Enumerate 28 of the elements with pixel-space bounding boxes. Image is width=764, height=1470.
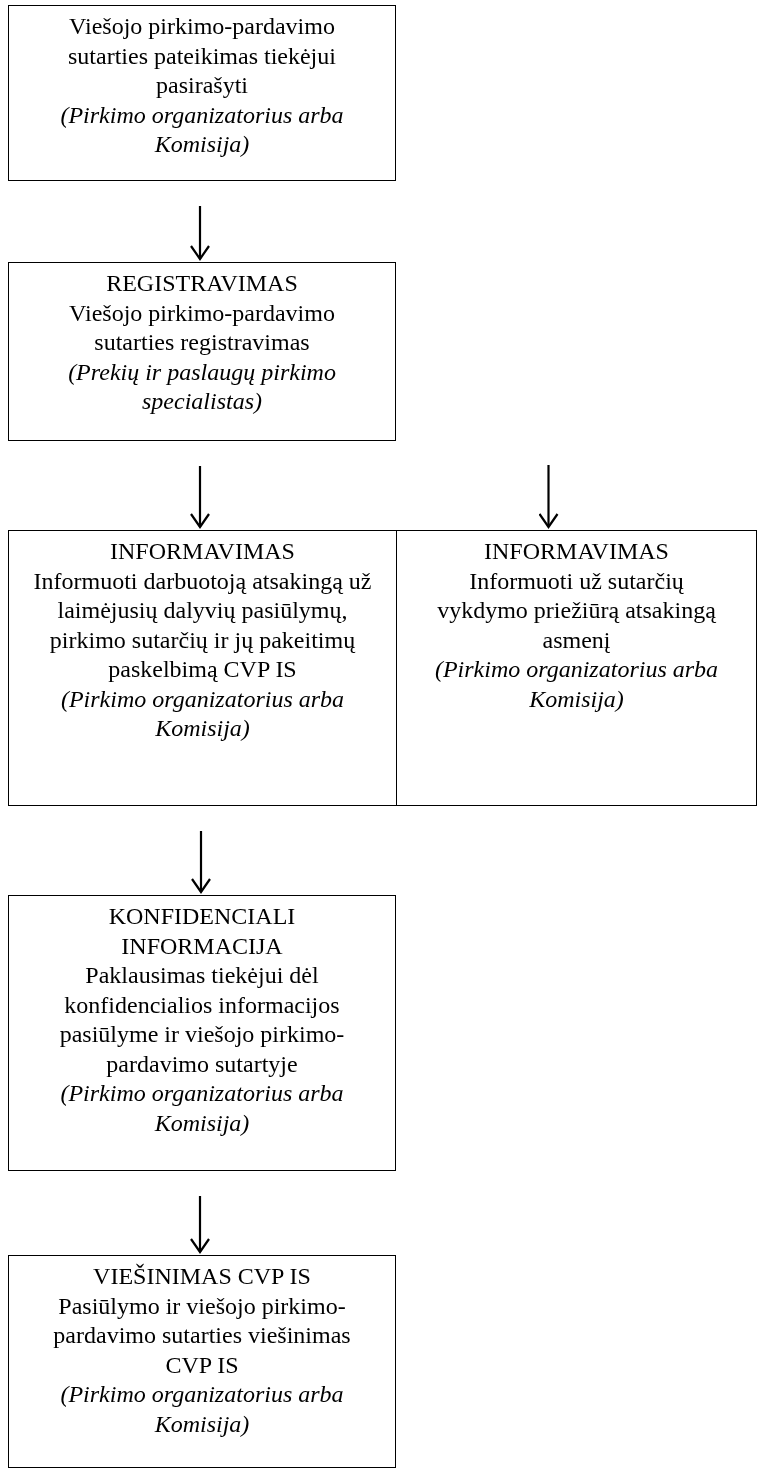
process-box [8,5,396,181]
arrow [189,466,211,529]
responsible-party: (Pirkimo organizatorius arba Komisija) [59,1079,345,1138]
process-box [8,262,396,441]
responsible-party: (Prekių ir paslaugų pirkimo specialistas) [67,357,337,416]
process-box [396,530,757,806]
arrow [189,206,211,261]
step-heading: INFORMAVIMAS [483,537,670,566]
step-heading: INFORMAVIMAS [109,537,296,566]
step-description: Viešojo pirkimo-pardavimo sutarties pateikimas tiekėjui pasirašyti [67,12,337,100]
step-heading: KONFIDENCIALI INFORMACIJA [107,902,297,961]
responsible-party: (Pirkimo organizatorius arba Komisija) [59,1380,345,1439]
step-description: Pasiūlymo ir viešojo pirkimo-pardavimo sutarties viešinimas CVP IS [52,1291,352,1380]
arrow [189,1196,211,1254]
step-description: Informuoti darbuotoją atsakingą už laimėjusių dalyvių pasiūlymų, pirkimo sutarčių ir jų pakeitimų paskelbimą CVP IS [33,566,372,684]
process-box [8,530,397,806]
arrow [538,465,559,529]
responsible-party: (Pirkimo organizatorius arba Komisija) [59,684,346,743]
step-description: Paklausimas tiekėjui dėl konfidencialios informacijos pasiūlyme ir viešojo pirkimo-pardavimo sutartyje [58,961,346,1079]
arrow [190,831,212,894]
responsible-party: (Pirkimo organizatorius arba Komisija) [433,655,720,714]
responsible-party: (Pirkimo organizatorius arba Komisija) [59,100,345,159]
step-description: Viešojo pirkimo-pardavimo sutarties registravimas [68,298,336,357]
step-description: Informuoti už sutarčių vykdymo priežiūrą atsakingą asmenį [436,566,717,655]
step-heading: VIEŠINIMAS CVP IS [92,1262,312,1291]
process-box [8,895,396,1171]
step-heading: REGISTRAVIMAS [105,269,299,298]
process-box [8,1255,396,1468]
